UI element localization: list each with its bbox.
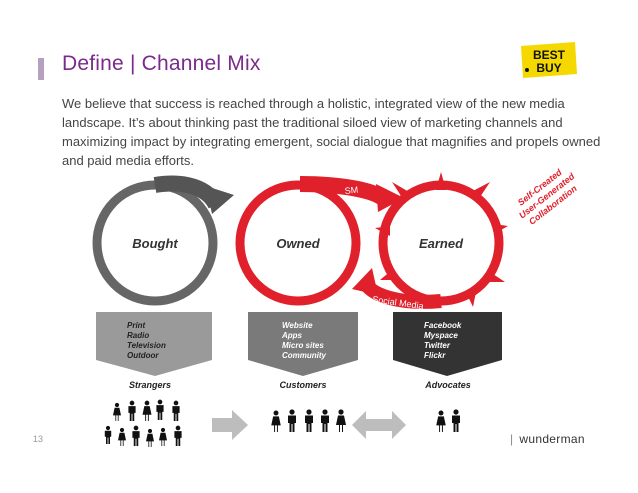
person-icon: [305, 409, 313, 432]
bought-item: Television: [127, 341, 166, 350]
bought-channel-box: [96, 312, 212, 376]
owned-item: Community: [282, 351, 327, 360]
person-icon: [271, 410, 281, 432]
person-icon: [128, 400, 136, 421]
audience-label: Customers: [279, 380, 326, 390]
person-icon: [174, 425, 182, 446]
person-icon: [113, 402, 121, 421]
owned-item: Website: [282, 321, 313, 330]
person-icon: [452, 409, 460, 432]
person-icon: [172, 400, 180, 421]
person-icon: [321, 409, 329, 432]
earned-note: Self-Created User-Generated Collaboratio…: [516, 167, 579, 227]
earned-item: Twitter: [424, 341, 451, 350]
double-arrow-icon: [352, 411, 406, 439]
earned-circle: [352, 172, 508, 309]
slide-title: Define | Channel Mix: [62, 52, 261, 75]
bought-circle: [92, 175, 234, 306]
sm-arrow-label: SM: [344, 185, 358, 196]
person-icon: [159, 427, 167, 446]
person-icon: [118, 427, 126, 446]
best-buy-logo: BEST BUY: [521, 42, 577, 78]
person-icon: [288, 409, 296, 432]
owned-circle: [235, 176, 404, 306]
intro-paragraph: We believe that success is reached throu…: [62, 96, 601, 168]
earned-item: Myspace: [424, 331, 458, 340]
audience-label: Advocates: [424, 380, 471, 390]
customers-people-icons: [271, 409, 346, 432]
person-icon: [436, 410, 446, 432]
bought-label: Bought: [132, 236, 178, 251]
bought-item: Outdoor: [127, 351, 159, 360]
person-icon: [146, 428, 154, 447]
strangers-people-icons: [104, 399, 182, 447]
person-icon: [142, 400, 152, 421]
wunderman-logo: |wunderman: [510, 432, 585, 446]
right-arrow-icon: [212, 410, 248, 440]
person-icon: [132, 425, 140, 446]
svg-text:BEST: BEST: [533, 48, 566, 62]
bought-item: Radio: [127, 331, 149, 340]
person-icon: [336, 409, 346, 432]
earned-label: Earned: [419, 236, 464, 251]
owned-channel-box: [248, 312, 358, 376]
owned-item: Apps: [281, 331, 303, 340]
earned-channel-box: [393, 312, 502, 376]
audience-label: Strangers: [129, 380, 171, 390]
title-accent-bar: [38, 58, 44, 80]
bought-item: Print: [127, 321, 146, 330]
page-number: 13: [33, 434, 44, 444]
advocates-people-icons: [436, 409, 460, 432]
earned-item: Flickr: [424, 351, 446, 360]
owned-label: Owned: [276, 236, 320, 251]
person-icon: [156, 399, 164, 420]
owned-item: Micro sites: [282, 341, 324, 350]
earned-item: Facebook: [424, 321, 462, 330]
person-icon: [104, 425, 112, 444]
svg-text:BUY: BUY: [536, 61, 561, 75]
